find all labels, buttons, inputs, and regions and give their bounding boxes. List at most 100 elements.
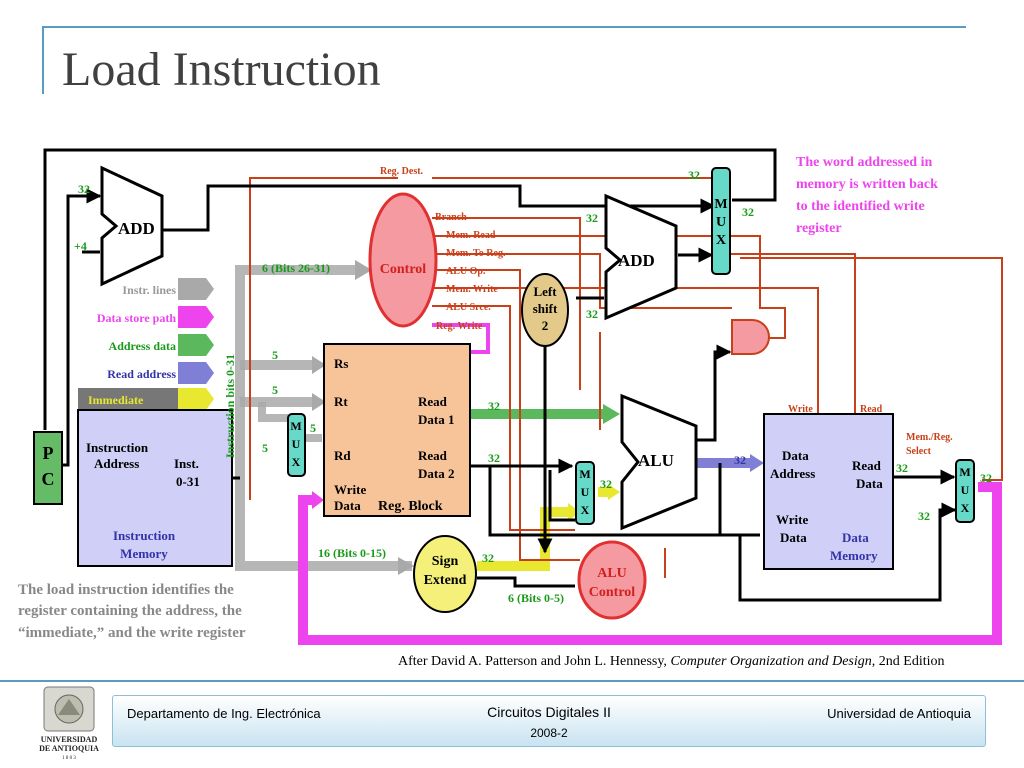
mux3-u: U [581, 485, 590, 499]
aluc-2: Control [589, 585, 636, 600]
dm-write-2: Data [780, 530, 807, 545]
note-bottom-left: The load instruction identifies the regi… [18, 582, 246, 641]
mux2-u: U [716, 215, 726, 230]
dm-write-ctrl: Write [788, 404, 813, 415]
mux-reg-dest [287, 413, 306, 477]
ls-2: shift [533, 301, 558, 316]
width-5-rt: 5 [272, 383, 278, 397]
pc-label-p: P [43, 443, 54, 463]
instr-bits-label: Instruction bits 0-31 [223, 354, 237, 458]
note-top-right: The word addressed in memory is written … [796, 155, 938, 236]
control-unit [368, 192, 438, 328]
mux2-x: X [716, 233, 726, 248]
im-name-2: Memory [120, 546, 168, 561]
dm-name-2: Memory [830, 548, 878, 563]
footer-rule [0, 680, 1024, 682]
control-label: Control [380, 262, 427, 277]
width-32-alusrc: 32 [600, 477, 612, 491]
plus4-label: +4 [74, 239, 87, 253]
width-32-shift: 32 [586, 307, 598, 321]
legend: Instr. lines Data store path Address dat… [78, 278, 214, 410]
control-wires [249, 177, 1003, 578]
aluc-1: ALU [597, 566, 627, 581]
im-name-1: Instruction [113, 528, 176, 543]
width-5-mux: 5 [310, 421, 316, 435]
width-32-top: 32 [688, 168, 700, 182]
bits26-label: 6 (Bits 26-31) [262, 261, 330, 275]
reg-rt: Rt [334, 394, 348, 409]
width-32-aluout: 32 [734, 453, 746, 467]
dm-addr-1: Data [782, 448, 809, 463]
reg-write-2: Data [334, 498, 361, 513]
sig-mem-read: Mem. Read [446, 230, 496, 241]
width-32-dmout: 32 [896, 461, 908, 475]
signal-labels: Reg. Dest. Branch Mem. Read Mem. To Reg.… [380, 166, 953, 457]
left-shift-2 [521, 273, 569, 347]
title-top-rule [44, 26, 966, 28]
width-32-read1: 32 [488, 399, 500, 413]
university-logo: UNIVERSIDAD DE ANTIOQUIA 1 8 0 3 [39, 686, 99, 761]
mux1-m: M [290, 419, 301, 433]
data-wires [43, 148, 957, 602]
reg-block-name: Reg. Block [378, 499, 443, 514]
width-5-rs: 5 [272, 348, 278, 362]
branch-and-gate [731, 319, 770, 355]
se-1: Sign [432, 554, 459, 569]
im-addr-1: Instruction [86, 440, 149, 455]
dm-read-2: Data [856, 476, 883, 491]
register-block [323, 343, 471, 517]
legend-address-data: Address data [109, 339, 176, 353]
mux4-x: X [961, 501, 970, 515]
width-32-bypass: 32 [918, 509, 930, 523]
sig-mem-reg-1: Mem./Reg. [906, 432, 953, 443]
footer-bar: Departamento de Ing. Electrónica Circuit… [112, 695, 986, 747]
footer-department: Departamento de Ing. Electrónica [127, 706, 321, 721]
mux2-m: M [714, 197, 727, 212]
reg-rs: Rs [334, 356, 348, 371]
sig-mem-reg-2: Select [906, 446, 932, 457]
width-32-wb: 32 [980, 471, 992, 485]
mux-mem-to-reg [955, 459, 975, 523]
alu-control [577, 540, 647, 620]
adder-pc [100, 165, 164, 287]
adder-pc-label: ADD [118, 219, 155, 238]
sig-reg-dest: Reg. Dest. [380, 166, 424, 177]
instruction-memory [77, 409, 233, 567]
sig-mem-write: Mem. Write [446, 284, 498, 295]
im-inst-1: Inst. [174, 456, 199, 471]
note-bl-1: The load instruction identifies the [18, 582, 234, 598]
ls-3: 2 [542, 318, 549, 333]
mux1-u: U [292, 437, 301, 451]
legend-read-address: Read address [107, 367, 176, 381]
logo-line-1: UNIVERSIDAD [41, 735, 98, 744]
width-32-read2: 32 [488, 451, 500, 465]
highlight-paths [235, 260, 1002, 645]
note-bl-3: “immediate,” and the write register [18, 625, 246, 641]
width-5-rd: 5 [262, 441, 268, 455]
footer-course: Circuitos Digitales II [487, 704, 611, 720]
mux1-x: X [292, 455, 301, 469]
legend-data-store: Data store path [97, 311, 176, 325]
note-tr-1: The word addressed in [796, 155, 932, 170]
logo-line-2: DE ANTIOQUIA [39, 744, 99, 753]
width-32-pcmux: 32 [742, 205, 754, 219]
reg-read2-2: Data 2 [418, 466, 454, 481]
adder-branch [604, 193, 678, 321]
footer-university: Universidad de Antioquia [827, 706, 971, 721]
bits0-5-label: 6 (Bits 0-5) [508, 591, 564, 605]
dm-read-ctrl: Read [860, 404, 883, 415]
citation-prefix: After David A. Patterson and John L. Hen… [398, 654, 671, 669]
dm-read-1: Read [852, 458, 882, 473]
note-tr-4: register [796, 221, 842, 236]
mux4-u: U [961, 483, 970, 497]
footer-term: 2008-2 [530, 726, 568, 740]
logo-line-3: 1 8 0 3 [62, 756, 76, 761]
mux3-m: M [579, 467, 590, 481]
legend-instr-lines: Instr. lines [122, 283, 176, 297]
legend-immediate: Immediate [88, 393, 144, 407]
title-accent-bar [42, 26, 44, 94]
ls-1: Left [533, 284, 557, 299]
reg-read1-2: Data 1 [418, 412, 454, 427]
sig-alu-op: ALU Op. [446, 266, 486, 277]
